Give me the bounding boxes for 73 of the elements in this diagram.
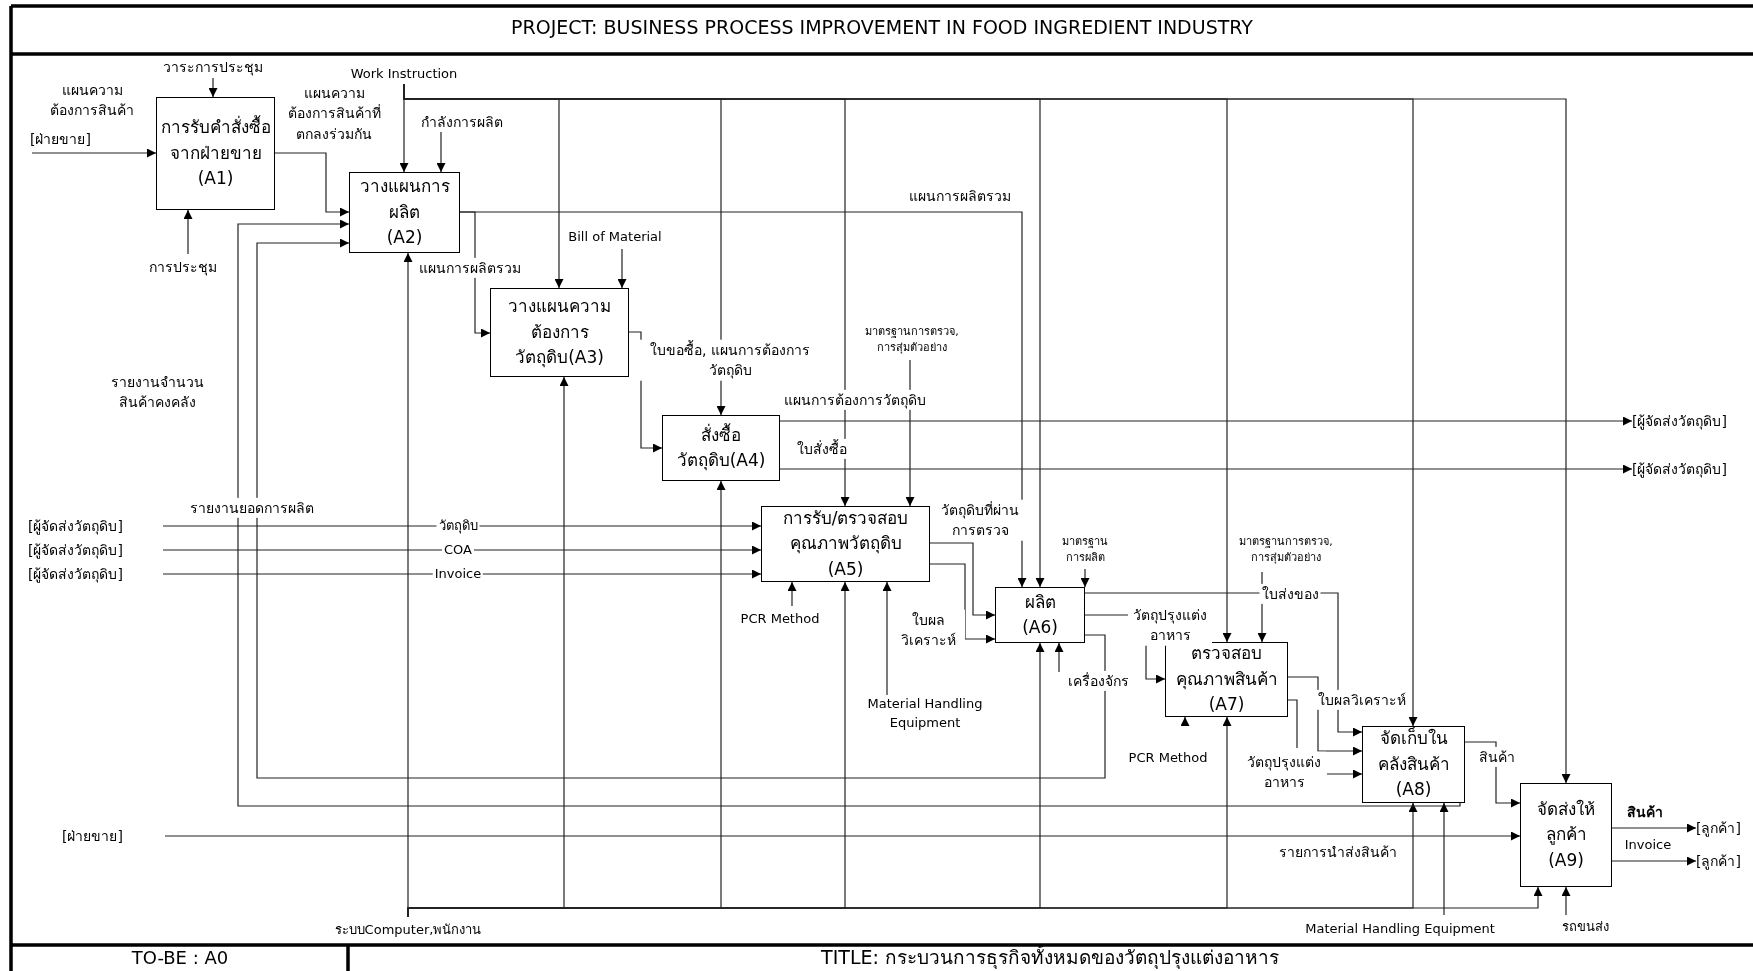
arrow bbox=[459, 211, 1027, 588]
edge-label: สินค้า bbox=[1477, 746, 1517, 768]
activity-name: ผลิต bbox=[1023, 590, 1057, 614]
footer-text: TO-BE : A0 bbox=[130, 945, 230, 970]
arrow bbox=[164, 831, 1521, 841]
arrow bbox=[929, 542, 996, 620]
boundary-label: [ผู้จัดส่งวัตถุดิบ] bbox=[28, 563, 163, 585]
process-box bbox=[662, 415, 780, 481]
arrow bbox=[256, 238, 1106, 779]
edge-label: ใบสั่งซื้อ bbox=[795, 438, 849, 460]
footer-text: TITLE: กระบวนการธุรกิจทั้งหมดของวัตถุปรุงแต่งอาหาร bbox=[820, 945, 1280, 971]
boundary-label: [ลูกค้า] bbox=[1696, 850, 1753, 872]
boundary-label: [ลูกค้า] bbox=[1696, 817, 1753, 839]
arrow bbox=[436, 131, 446, 173]
boundary-label: [ผู้จัดส่งวัตถุดิบ] bbox=[28, 539, 163, 561]
activity-name: การรับคำสั่งซื้อจากฝ่ายขาย bbox=[159, 115, 272, 165]
edge-label: รายงานยอดการผลิต bbox=[188, 497, 316, 519]
arrow bbox=[274, 152, 350, 217]
arrow bbox=[779, 416, 1633, 426]
activity-name: จัดเก็บในคลังสินค้า bbox=[1376, 726, 1451, 776]
edge-label: ใบผลวิเคราะห์ bbox=[1316, 689, 1408, 711]
arrow bbox=[1611, 856, 1697, 866]
boundary-label: [ฝ่ายขาย] bbox=[62, 825, 165, 847]
arrow bbox=[929, 563, 996, 644]
arrow bbox=[1080, 568, 1090, 588]
arrow bbox=[407, 886, 1543, 918]
activity-number: (A1) bbox=[196, 167, 235, 191]
activity-number: (A6) bbox=[1021, 616, 1059, 639]
edge-label: วัตถุดิบ bbox=[436, 516, 480, 536]
edge-label: ใบส่งของ bbox=[1259, 583, 1321, 605]
activity-number: (A8) bbox=[1394, 778, 1433, 802]
activity-name: วางแผนการผลิต bbox=[358, 175, 451, 224]
activity-number: (A2) bbox=[385, 226, 424, 250]
arrow bbox=[208, 77, 218, 98]
arrow bbox=[882, 581, 892, 696]
title: PROJECT: BUSINESS PROCESS IMPROVEMENT IN FOOD INGREDIENT INDUSTRY bbox=[510, 16, 1254, 38]
arrow bbox=[162, 569, 762, 579]
process-box bbox=[156, 97, 275, 210]
boundary-label: [ฝ่ายขาย] bbox=[30, 128, 125, 150]
arrow bbox=[1054, 642, 1064, 673]
process-box bbox=[761, 506, 930, 582]
arrow bbox=[162, 521, 762, 531]
arrow bbox=[617, 248, 627, 289]
activity-name: สั่งซื้อวัตถุดิบ(A4) bbox=[675, 422, 767, 473]
arrow bbox=[1611, 823, 1697, 833]
activity-name: วางแผนความต้องการวัตถุดิบ(A3) bbox=[507, 295, 612, 370]
arrow bbox=[1180, 716, 1190, 726]
arrow bbox=[779, 464, 1633, 474]
arrow bbox=[183, 209, 193, 255]
process-box bbox=[1165, 642, 1288, 717]
arrow bbox=[1287, 699, 1363, 779]
edge-label: ระบบComputer,พนักงาน bbox=[332, 920, 484, 940]
process-box bbox=[1362, 726, 1465, 803]
activity-number: (A7) bbox=[1207, 693, 1246, 717]
activity-name: การรับ/ตรวจสอบคุณภาพวัตถุดิบ bbox=[781, 506, 910, 556]
arrow bbox=[787, 581, 797, 607]
arrow bbox=[237, 219, 1461, 807]
arrow bbox=[31, 148, 157, 158]
boundary-label: [ผู้จัดส่งวัตถุดิบ] bbox=[28, 515, 163, 537]
arrow bbox=[1561, 886, 1571, 916]
edge-label: แผนการต้องการวัตถุดิบ bbox=[782, 389, 928, 411]
activity-number: (A9) bbox=[1547, 848, 1585, 872]
arrow bbox=[1439, 802, 1449, 916]
process-box bbox=[490, 288, 629, 377]
edge-label: แผนการผลิตรวม bbox=[417, 257, 523, 279]
process-box bbox=[1520, 783, 1612, 887]
process-box bbox=[349, 172, 460, 253]
process-box bbox=[995, 587, 1085, 643]
activity-number: (A5) bbox=[826, 557, 865, 581]
boundary-label: [ผู้จัดส่งวัตถุดิบ] bbox=[1632, 410, 1753, 432]
activity-name: จัดส่งให้ลูกค้า bbox=[1536, 797, 1596, 847]
arrow bbox=[162, 545, 762, 555]
boundary-label: [ผู้จัดส่งวัตถุดิบ] bbox=[1632, 458, 1753, 480]
